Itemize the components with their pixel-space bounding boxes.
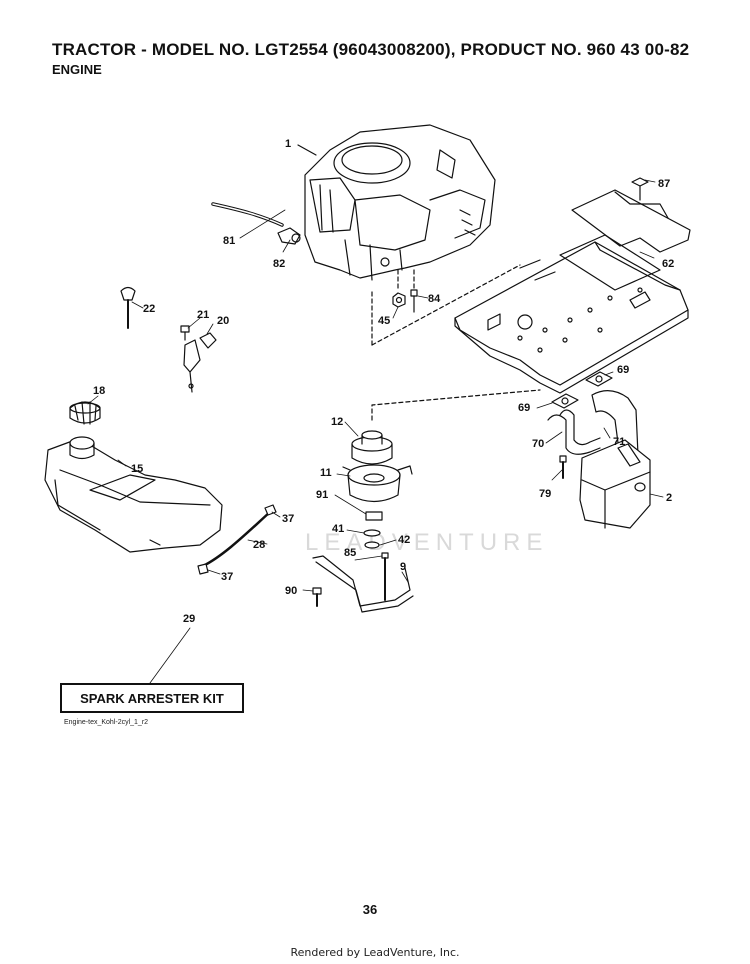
callout-2: 2 <box>666 492 672 504</box>
callout-20: 20 <box>217 315 229 327</box>
callout-18: 18 <box>93 385 105 397</box>
muffler-drawing <box>579 439 651 529</box>
page-number: 36 <box>362 902 378 917</box>
callout-69-b: 69 <box>518 402 530 414</box>
callout-85: 85 <box>344 547 356 559</box>
callout-71: 71 <box>613 436 625 448</box>
callout-79: 79 <box>539 488 551 500</box>
watermark-text: LEADVENTURE <box>305 529 548 556</box>
fuel-cap-drawing <box>69 401 101 425</box>
callout-9: 9 <box>400 561 406 573</box>
section-subtitle: ENGINE <box>52 62 102 77</box>
diagram-code: Engine-tex_Kohl-2cyl_1_r2 <box>64 719 149 726</box>
callout-28: 28 <box>253 539 265 551</box>
tractor-frame <box>454 234 689 394</box>
engine-pulley-drawing <box>351 430 393 465</box>
fuel-hose-81 <box>211 202 284 227</box>
callout-90: 90 <box>285 585 297 597</box>
callout-91: 91 <box>316 489 328 501</box>
callout-69-a: 69 <box>617 364 629 376</box>
callout-81: 81 <box>223 235 235 247</box>
engine-drawing <box>304 124 496 281</box>
callout-84: 84 <box>428 293 441 305</box>
callout-70: 70 <box>532 438 544 450</box>
callout-22: 22 <box>143 303 155 315</box>
callout-29: 29 <box>183 613 195 625</box>
callout-15: 15 <box>131 463 143 475</box>
callout-45: 45 <box>378 315 390 327</box>
fuel-tank-drawing <box>44 436 223 553</box>
callout-41: 41 <box>332 523 344 535</box>
page-title: TRACTOR - MODEL NO. LGT2554 (96043008200… <box>52 40 690 59</box>
callout-42: 42 <box>398 534 410 546</box>
callout-37-a: 37 <box>282 513 294 525</box>
footer-credit: Rendered by LeadVenture, Inc. <box>290 946 460 959</box>
callout-21: 21 <box>197 309 209 321</box>
callout-1: 1 <box>285 138 291 150</box>
electric-clutch-drawing <box>342 464 413 503</box>
callout-87: 87 <box>658 178 670 190</box>
spark-arrester-kit-label: SPARK ARRESTER KIT <box>60 683 244 713</box>
callout-37-b: 37 <box>221 571 233 583</box>
callout-62: 62 <box>662 258 674 270</box>
callout-12: 12 <box>331 416 343 428</box>
callout-11: 11 <box>320 467 332 479</box>
callout-82: 82 <box>273 258 285 270</box>
